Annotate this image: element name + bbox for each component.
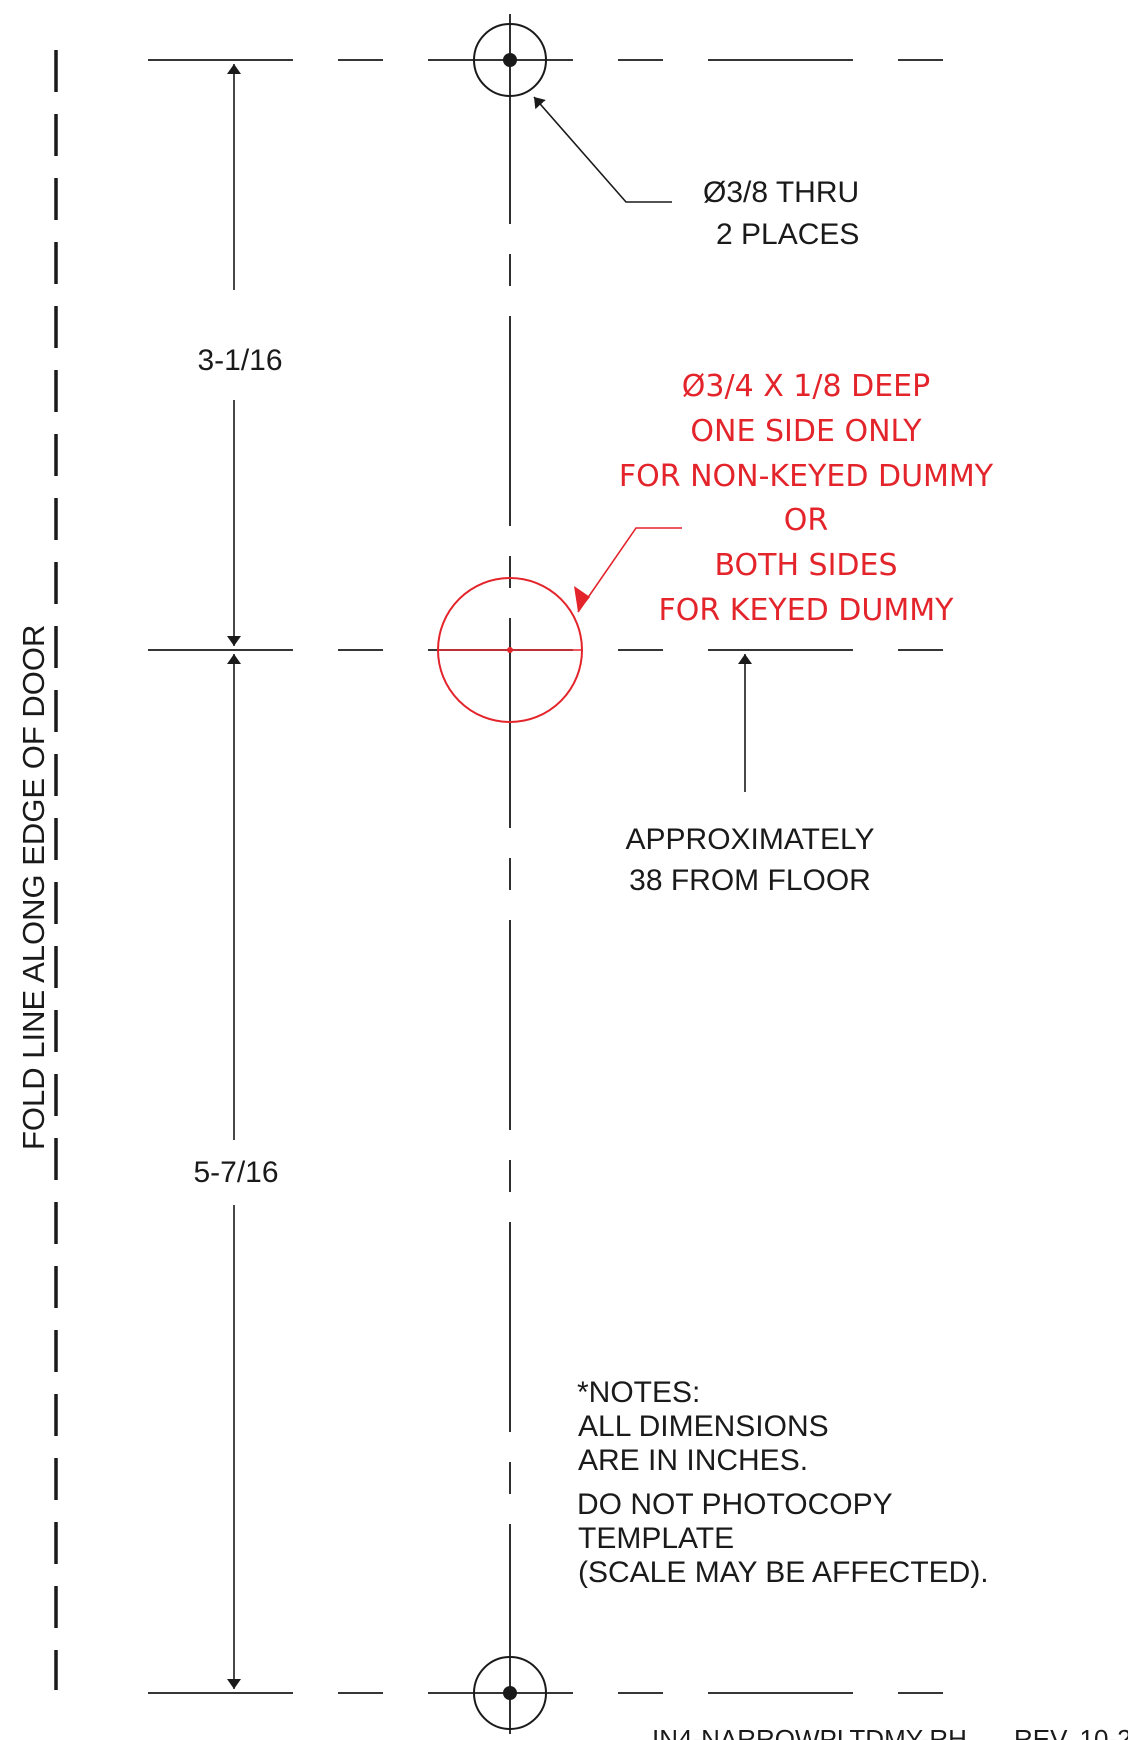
notes-heading: *NOTES: [577,1376,700,1409]
dummy-bore-circle [437,577,583,723]
height-callout-line1: APPROXIMATELY [626,823,875,856]
top-through-hole [473,23,547,97]
notes-block: *NOTES: ALL DIMENSIONS ARE IN INCHES. DO… [577,1376,989,1589]
upper-dimension-value: 3-1/16 [197,344,282,377]
bore-callout-line-2: ONE SIDE ONLY [690,414,922,449]
notes-line-3: DO NOT PHOTOCOPY [577,1488,893,1521]
bore-leader [577,527,682,613]
bottom-through-hole [473,1656,547,1730]
hole-callout-line1: Ø3/8 THRU [703,176,859,209]
footer-revision: REV. 10-24 [1014,1724,1128,1740]
hole-leader [533,96,672,203]
bore-callout-line-6: FOR KEYED DUMMY [659,593,955,628]
notes-line-4: TEMPLATE [578,1522,734,1555]
hole-callout-line2: 2 PLACES [716,218,859,251]
notes-line-5: (SCALE MAY BE AFFECTED). [578,1556,989,1589]
lower-dimension-value: 5-7/16 [193,1156,278,1189]
bore-callout: Ø3/4 X 1/8 DEEP ONE SIDE ONLY FOR NON-KE… [619,369,994,628]
bore-leader-arrow [574,586,590,612]
fold-line-label: FOLD LINE ALONG EDGE OF DOOR [16,625,51,1150]
bore-callout-line-1: Ø3/4 X 1/8 DEEP [682,369,930,404]
notes-line-1: ALL DIMENSIONS [578,1410,829,1443]
bore-callout-line-5: BOTH SIDES [714,548,897,583]
bore-callout-line-3: FOR NON-KEYED DUMMY [619,459,994,494]
bore-callout-line-4: OR [784,503,828,538]
notes-line-2: ARE IN INCHES. [578,1444,808,1477]
height-callout-line2: 38 FROM FLOOR [629,864,871,897]
footer-part-number: IN4-NARROWPLTDMY-RH [652,1724,967,1740]
